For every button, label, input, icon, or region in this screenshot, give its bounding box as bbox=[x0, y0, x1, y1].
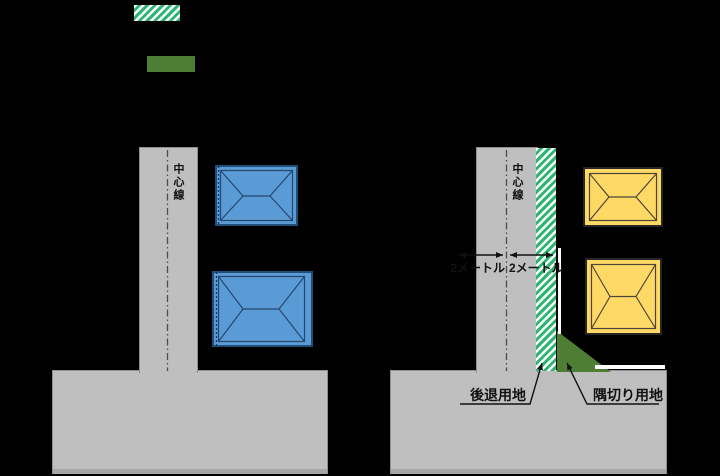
dimension-label-left: 2メートル bbox=[450, 261, 505, 275]
left-vertical-road bbox=[139, 147, 198, 373]
blue-house-roof-bottom bbox=[212, 271, 313, 347]
setback-wall-line bbox=[558, 248, 561, 334]
legend-hatched-swatch bbox=[134, 5, 180, 21]
yellow-house-roof-top bbox=[583, 167, 663, 227]
right-centerline-label: 中心線 bbox=[511, 163, 523, 202]
corner-cut-land-label: 隅切り用地 bbox=[593, 387, 663, 403]
setback-land-label: 後退用地 bbox=[470, 387, 526, 403]
left-road-shoulder bbox=[53, 469, 327, 474]
yellow-house-roof-bottom bbox=[585, 258, 662, 335]
setback-land-hatched-strip bbox=[536, 148, 556, 371]
legend-solid-swatch bbox=[147, 56, 195, 72]
dimension-label-right: 2メートル bbox=[509, 261, 564, 275]
right-road-shoulder bbox=[391, 469, 666, 474]
corner-wall-line bbox=[595, 365, 665, 369]
left-centerline-label: 中心線 bbox=[172, 163, 184, 202]
blue-house-roof-top bbox=[215, 165, 298, 226]
left-horizontal-road bbox=[52, 370, 328, 474]
